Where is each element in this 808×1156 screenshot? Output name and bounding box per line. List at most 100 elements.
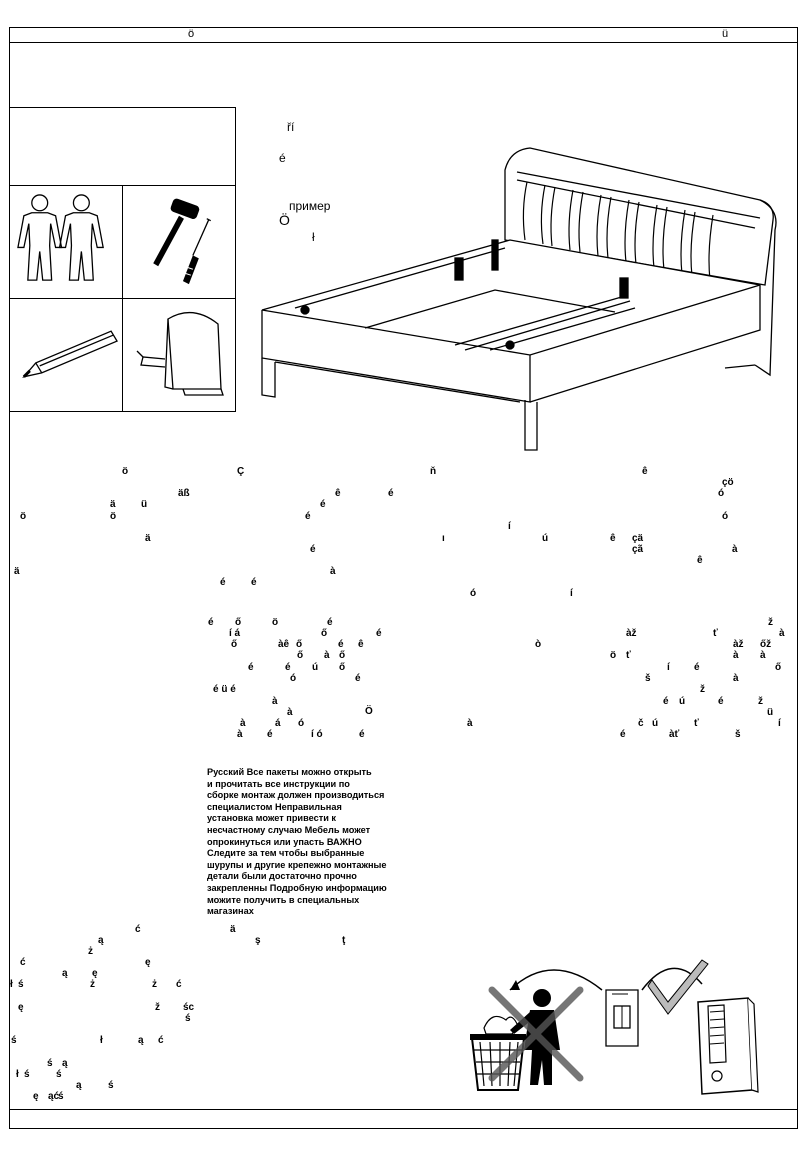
notice-line: опрокинуться или упасть ВАЖНО [207, 836, 362, 847]
mark: ţ [342, 935, 346, 946]
mark: çä [632, 533, 644, 544]
mark: ż [152, 979, 157, 990]
mark: ő [235, 617, 242, 628]
hammer-screwdriver-icon [123, 186, 235, 299]
tools-table [9, 107, 236, 412]
mark: é [620, 729, 626, 740]
header-rule [9, 42, 798, 43]
tape-measure-icon [123, 299, 235, 411]
mark: í [570, 588, 573, 599]
mark: àê [278, 639, 290, 650]
mark: à [240, 718, 246, 729]
mark: ê [610, 533, 616, 544]
mark: ž [155, 1002, 160, 1013]
mark: à [733, 673, 739, 684]
mark: ä [145, 533, 151, 544]
mark: ó [298, 718, 305, 729]
mark: í [778, 718, 781, 729]
mark: ö [122, 466, 129, 477]
mark: é [376, 628, 382, 639]
mark: í [667, 662, 670, 673]
mark: é [310, 544, 316, 555]
mark: ê [358, 639, 364, 650]
mark: äß [178, 488, 190, 499]
legend-mark-1: ří [287, 120, 295, 134]
mark: ł [100, 1035, 103, 1046]
mark: é [338, 639, 344, 650]
mark: é [388, 488, 394, 499]
notice-line: Русский Все пакеты можно открыть [207, 767, 372, 777]
mark: ž [758, 696, 763, 707]
tools-table-empty-row [10, 108, 235, 186]
mark: ś [108, 1080, 114, 1091]
mark: ä [230, 924, 236, 935]
header-left-mark: ö [188, 28, 195, 40]
page-frame [9, 27, 798, 1129]
mark: ú [679, 696, 686, 707]
pencil-icon [10, 299, 123, 411]
mark: őž [760, 639, 772, 650]
mark: é ü é [213, 684, 236, 695]
mark: à [732, 544, 738, 555]
mark: ü [767, 707, 774, 718]
mark: š [645, 673, 651, 684]
legend-mark-4: ł [312, 230, 315, 244]
legend-example-word: пример [289, 199, 331, 213]
mark: ő [775, 662, 782, 673]
mark: ő [339, 650, 346, 661]
mark: ü [141, 499, 148, 510]
mark: ę [18, 1002, 24, 1013]
notice-line: шурупы и другие крепежно монтажные [207, 859, 387, 870]
mark: é [359, 729, 365, 740]
notice-line: и прочитать все инструкции по [207, 778, 350, 789]
mark: ó [290, 673, 297, 684]
mark: ò [535, 639, 542, 650]
mark: ż [90, 979, 95, 990]
mark: é [267, 729, 273, 740]
mark: ú [652, 718, 659, 729]
mark: ö [272, 617, 279, 628]
mark: é [718, 696, 724, 707]
notice-line: закрепленны Подробную информацию [207, 882, 387, 893]
mark: à [237, 729, 243, 740]
mark: ő [321, 628, 328, 639]
mark: ž [768, 617, 773, 628]
mark: ö [610, 650, 617, 661]
mark: à [779, 628, 785, 639]
mark: ť [694, 718, 699, 729]
mark: çã [632, 544, 644, 555]
mark: é [305, 511, 311, 522]
mark: à [330, 566, 336, 577]
mark: ê [335, 488, 341, 499]
mark: é [251, 577, 257, 588]
mark: í ó [311, 729, 323, 740]
mark: ú [542, 533, 549, 544]
mark: ê [642, 466, 648, 477]
mark: ś [56, 1069, 62, 1080]
mark: ő [339, 662, 346, 673]
mark: ą [76, 1080, 82, 1091]
mark: ä [110, 499, 116, 510]
notice-line: можите получить в специальных [207, 894, 360, 905]
mark: ň [430, 466, 437, 477]
mark: ę [33, 1091, 39, 1102]
mark: é [663, 696, 669, 707]
mark: á [275, 718, 281, 729]
mark: ś [11, 1035, 17, 1046]
mark: ć [176, 979, 182, 990]
mark: ő [296, 639, 303, 650]
binder-icon [697, 997, 759, 1095]
mark: ó [718, 488, 725, 499]
mark: çö [722, 477, 734, 488]
person-icon [510, 989, 560, 1085]
mark: śc [183, 1002, 195, 1013]
mark: ą [62, 968, 68, 979]
mark: ę [145, 957, 151, 968]
mark: ö [110, 511, 117, 522]
mark: ś [24, 1069, 30, 1080]
mark: Ö [365, 706, 373, 717]
mark: à [324, 650, 330, 661]
mark: ó [470, 588, 477, 599]
mark: ê [697, 555, 703, 566]
mark: ž [700, 684, 705, 695]
